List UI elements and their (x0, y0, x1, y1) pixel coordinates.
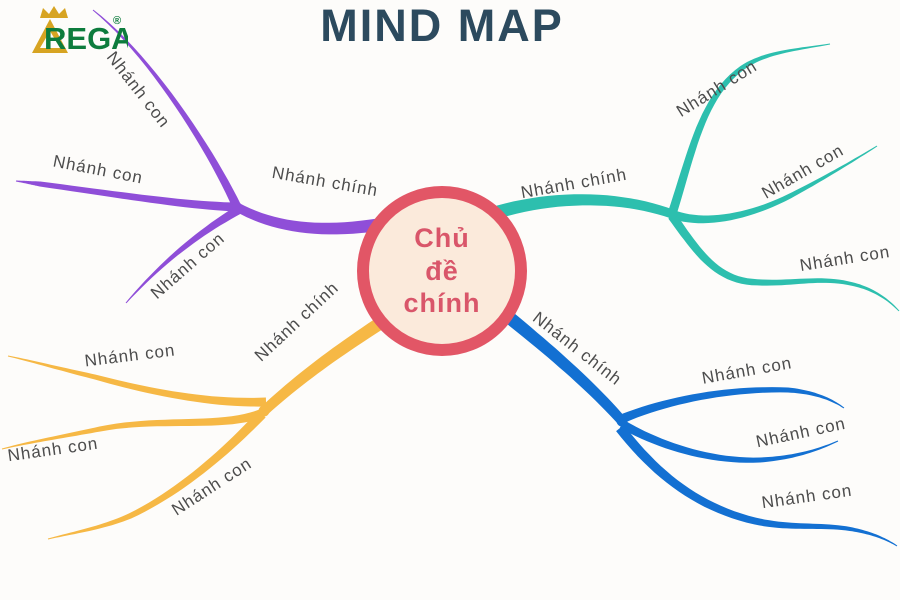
central-topic-line-3: chính (403, 288, 481, 319)
registered-mark: ® (113, 15, 121, 27)
page-title: MIND MAP (320, 0, 564, 51)
central-topic-line-2: đề (425, 255, 459, 286)
crown-icon (40, 6, 68, 18)
rega-logo: REGA ® (10, 4, 134, 63)
logo-text: REGA (44, 21, 128, 56)
central-topic-line-1: Chủ (414, 222, 470, 253)
central-topic-node: Chủ đề chính (357, 186, 527, 356)
triangle-icon (32, 19, 68, 53)
